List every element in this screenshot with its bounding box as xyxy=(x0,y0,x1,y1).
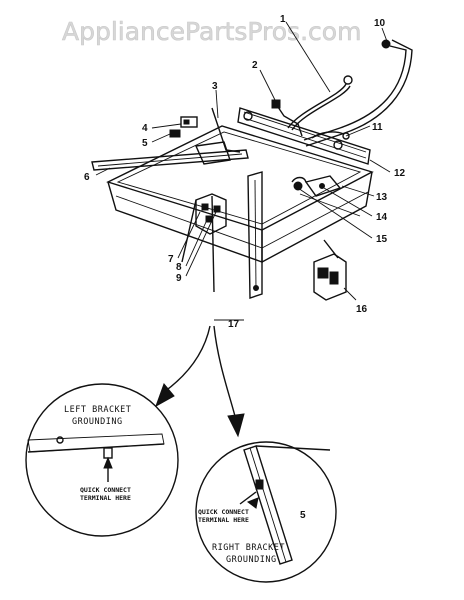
part-label-8: 8 xyxy=(176,262,182,273)
manifold-rail-part-12 xyxy=(237,107,371,165)
part-label-12: 12 xyxy=(394,168,406,179)
left-note-line-1: QUICK CONNECT xyxy=(80,486,131,494)
part-label-9: 9 xyxy=(176,273,182,284)
detail-right-captions: QUICK CONNECT TERMINAL HERE 5 RIGHT BRAC… xyxy=(198,508,306,565)
part-label-6: 6 xyxy=(84,172,90,183)
part-label-1: 1 xyxy=(280,14,286,25)
part-label-2: 2 xyxy=(252,60,258,71)
block-part-5 xyxy=(169,129,181,138)
part-label-10: 10 xyxy=(374,18,386,29)
switch-parts-7-9 xyxy=(181,193,227,293)
gas-tube-part-10 xyxy=(303,39,413,147)
gas-tube-part-1 xyxy=(287,75,353,131)
part-label-3: 3 xyxy=(212,81,218,92)
detail-right-bracket xyxy=(195,441,337,583)
right-bracket-title-2: GROUNDING xyxy=(226,555,277,565)
leader-lines xyxy=(95,21,391,321)
valve-part-16 xyxy=(313,239,347,301)
frame-part-3 xyxy=(194,107,241,165)
part-label-13: 13 xyxy=(376,192,388,203)
elbow-part-2 xyxy=(271,99,303,137)
burner-box-tray xyxy=(106,125,374,263)
right-mark: 5 xyxy=(300,510,306,521)
left-bracket-title-2: GROUNDING xyxy=(72,417,123,427)
crossbar-part-6 xyxy=(91,149,249,171)
part-label-15: 15 xyxy=(376,234,388,245)
part-number-labels: 1 2 3 4 5 6 7 8 9 10 11 12 13 14 15 16 1… xyxy=(84,14,406,330)
orifice-parts-13-15 xyxy=(291,175,361,217)
detail-left-bracket xyxy=(25,383,179,537)
detail-left-captions: LEFT BRACKET GROUNDING QUICK CONNECT TER… xyxy=(64,405,131,502)
clip-part-4 xyxy=(180,116,198,128)
part-label-16: 16 xyxy=(356,304,368,315)
watermark-text: AppliancePartsPros.com xyxy=(62,17,361,46)
part-label-11: 11 xyxy=(372,122,383,133)
part-label-4: 4 xyxy=(142,123,148,134)
right-note-line-2: TERMINAL HERE xyxy=(198,516,249,524)
left-bracket-title-1: LEFT BRACKET xyxy=(64,405,131,415)
part-label-17: 17 xyxy=(228,319,240,330)
right-bracket-title-1: RIGHT BRACKET xyxy=(212,543,285,553)
part-label-5: 5 xyxy=(142,138,148,149)
detail-arrows xyxy=(155,325,245,438)
part-label-7: 7 xyxy=(168,254,174,265)
fitting-part-11 xyxy=(311,131,350,140)
part-label-14: 14 xyxy=(376,212,388,223)
right-note-line-1: QUICK CONNECT xyxy=(198,508,249,516)
right-bracket xyxy=(247,171,263,299)
left-note-line-2: TERMINAL HERE xyxy=(80,494,131,502)
